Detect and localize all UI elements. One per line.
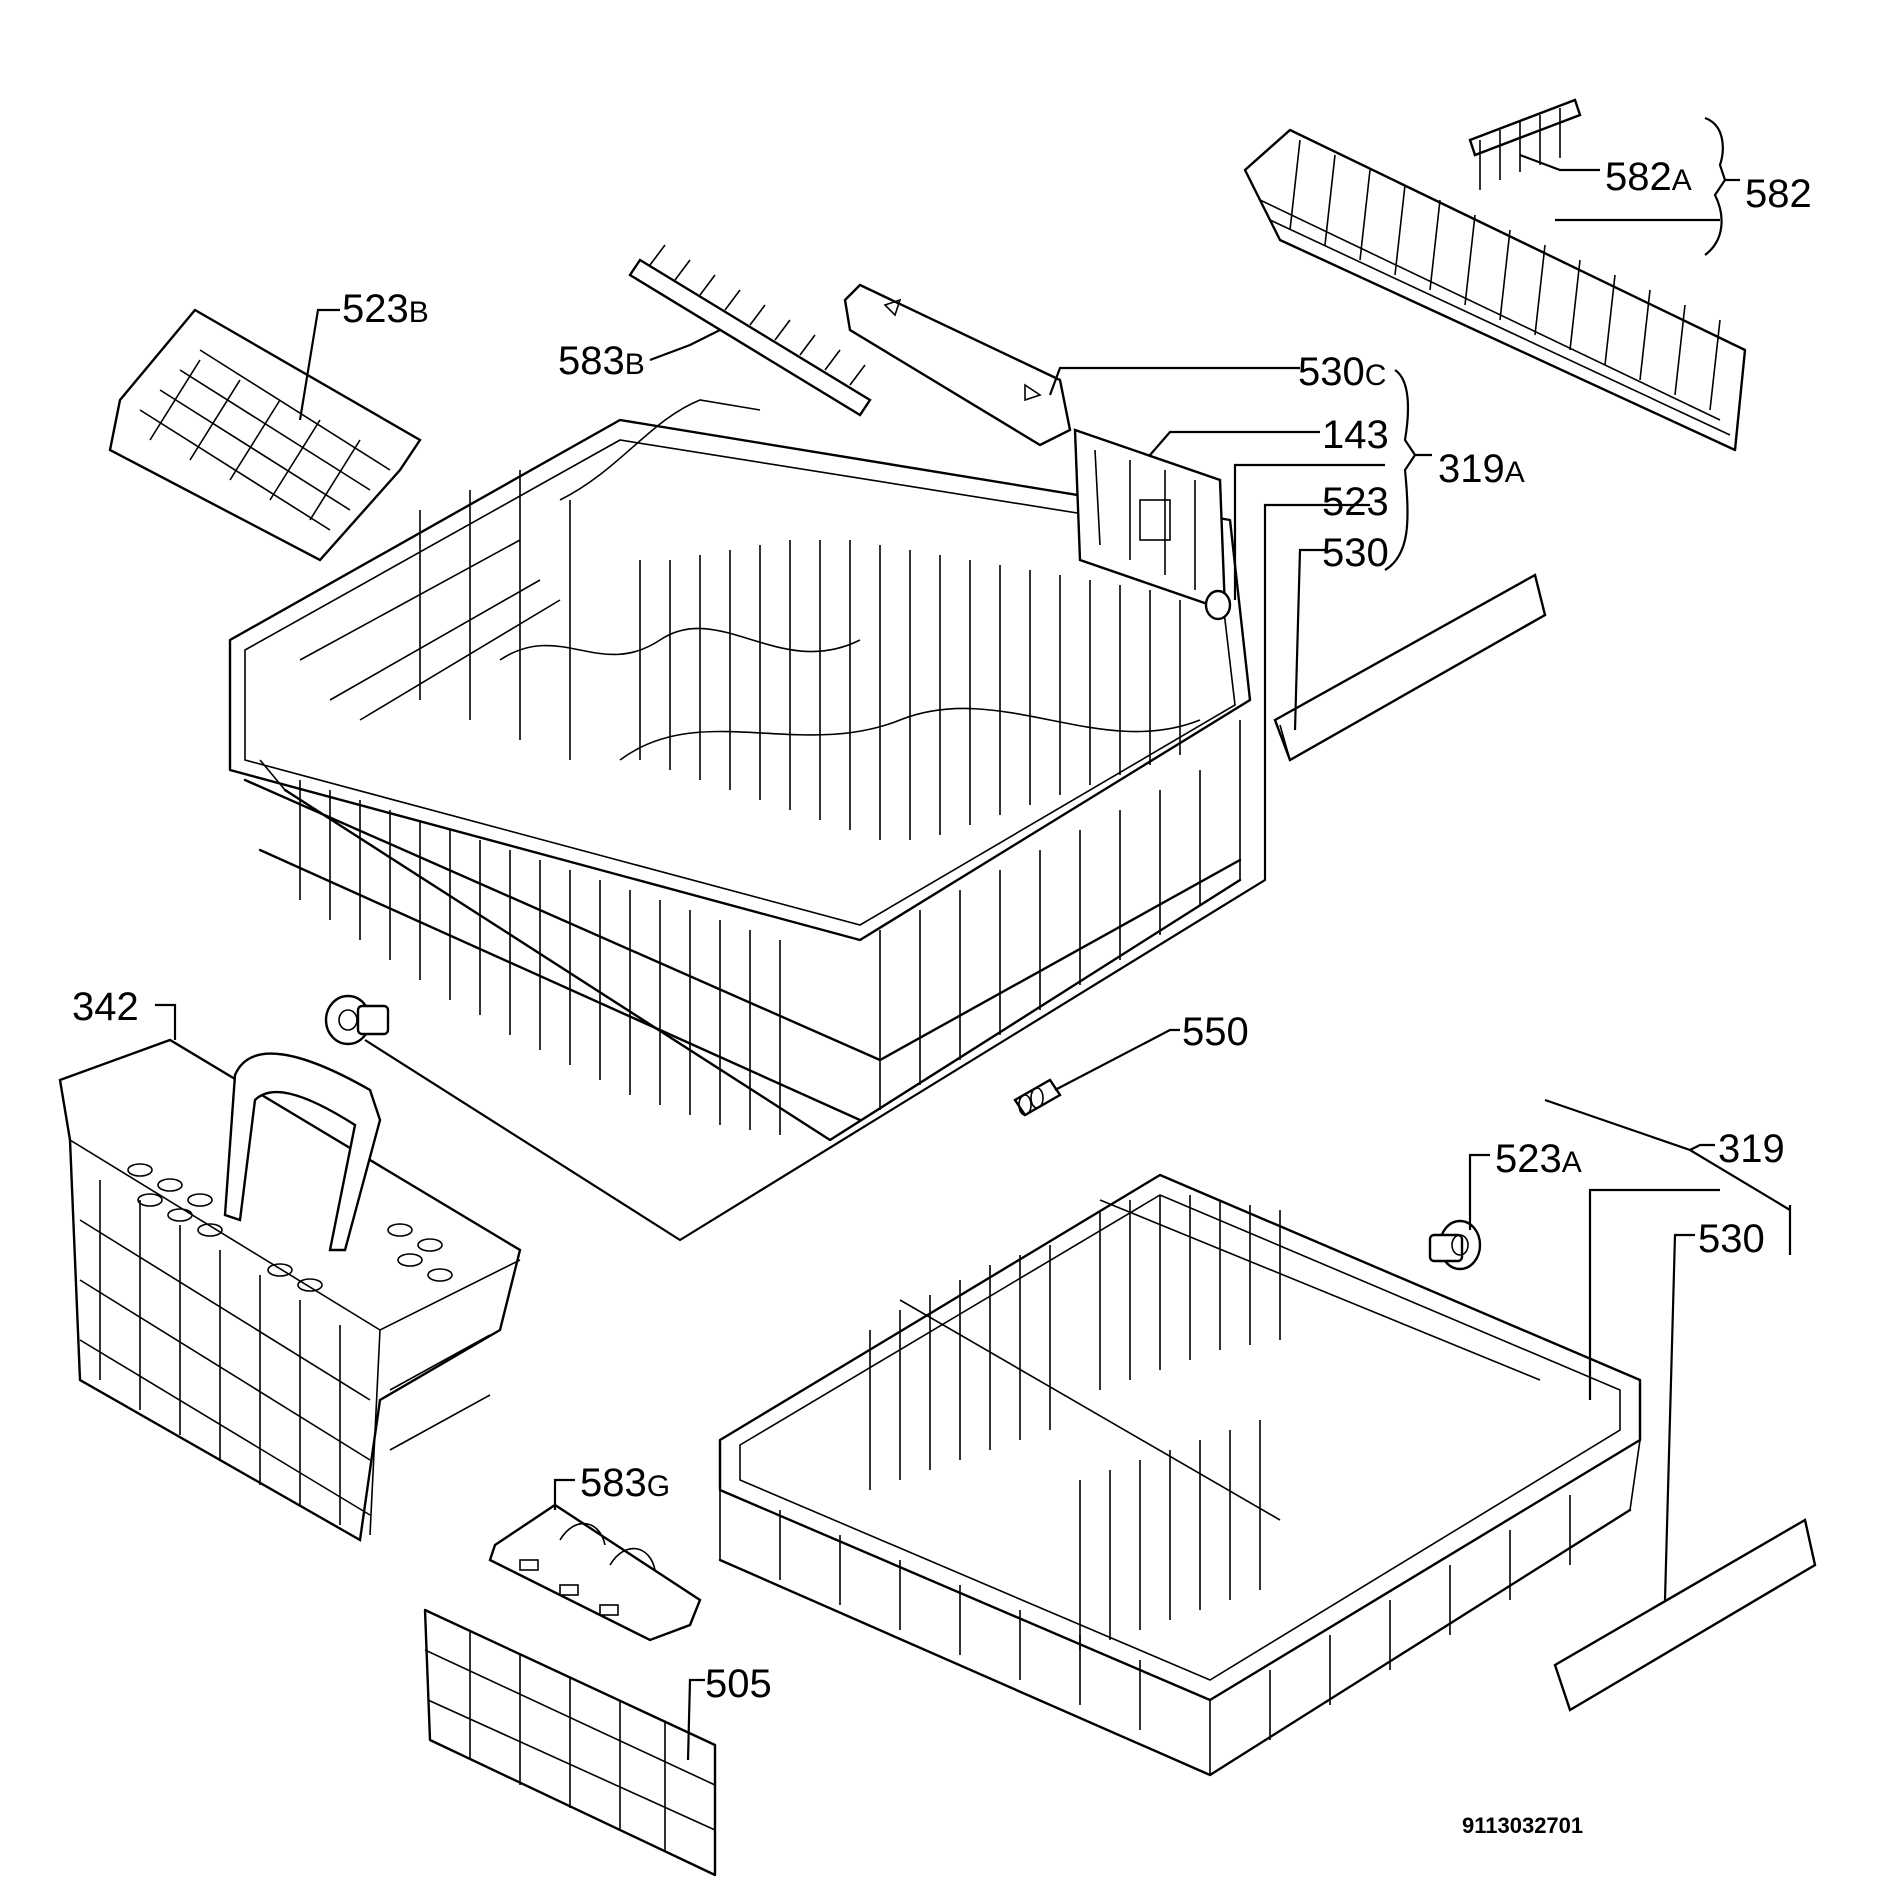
part-523b-shelf	[108, 308, 422, 562]
label-523b: 523B	[342, 287, 429, 331]
label-550: 550	[1182, 1010, 1249, 1054]
part-582-small-basket	[1243, 98, 1747, 452]
label-342: 342	[72, 985, 139, 1029]
label-582: 582	[1745, 172, 1812, 216]
label-319a: 319A	[1438, 447, 1525, 491]
label-583b: 583B	[558, 339, 645, 383]
label-582a: 582A	[1605, 155, 1692, 199]
label-583g: 583G	[580, 1461, 670, 1505]
part-550-pin	[1013, 1078, 1062, 1117]
drawing-number: 9113032701	[1462, 1813, 1583, 1838]
upper-basket	[228, 399, 1252, 1142]
part-530-rail-bottom	[1553, 1518, 1817, 1712]
part-143-panel	[1073, 428, 1232, 621]
label-530-top: 530	[1322, 531, 1389, 575]
part-530c-handle	[843, 283, 1072, 447]
part-523a-wheel	[1428, 1219, 1482, 1271]
part-505-grid	[423, 1608, 717, 1877]
part-583b-comb	[628, 244, 872, 417]
label-523: 523	[1322, 480, 1389, 524]
part-labels: 582A 582 523B 583B 530C 143 319A 523 530…	[72, 155, 1812, 1838]
basket-wheel-leader	[364, 503, 1370, 1242]
leader-lines	[155, 116, 1792, 1761]
label-523a: 523A	[1495, 1137, 1582, 1181]
basket-wheel	[324, 994, 390, 1046]
label-319: 319	[1718, 1127, 1785, 1171]
lower-basket	[718, 1173, 1642, 1777]
label-530c: 530C	[1298, 350, 1386, 394]
label-530-bottom: 530	[1698, 1217, 1765, 1261]
part-530-rail-top	[1273, 573, 1547, 762]
label-505: 505	[705, 1662, 772, 1706]
label-143: 143	[1322, 413, 1389, 457]
part-342-cutlery-basket	[58, 1038, 522, 1542]
part-583g-holder	[488, 1503, 702, 1642]
